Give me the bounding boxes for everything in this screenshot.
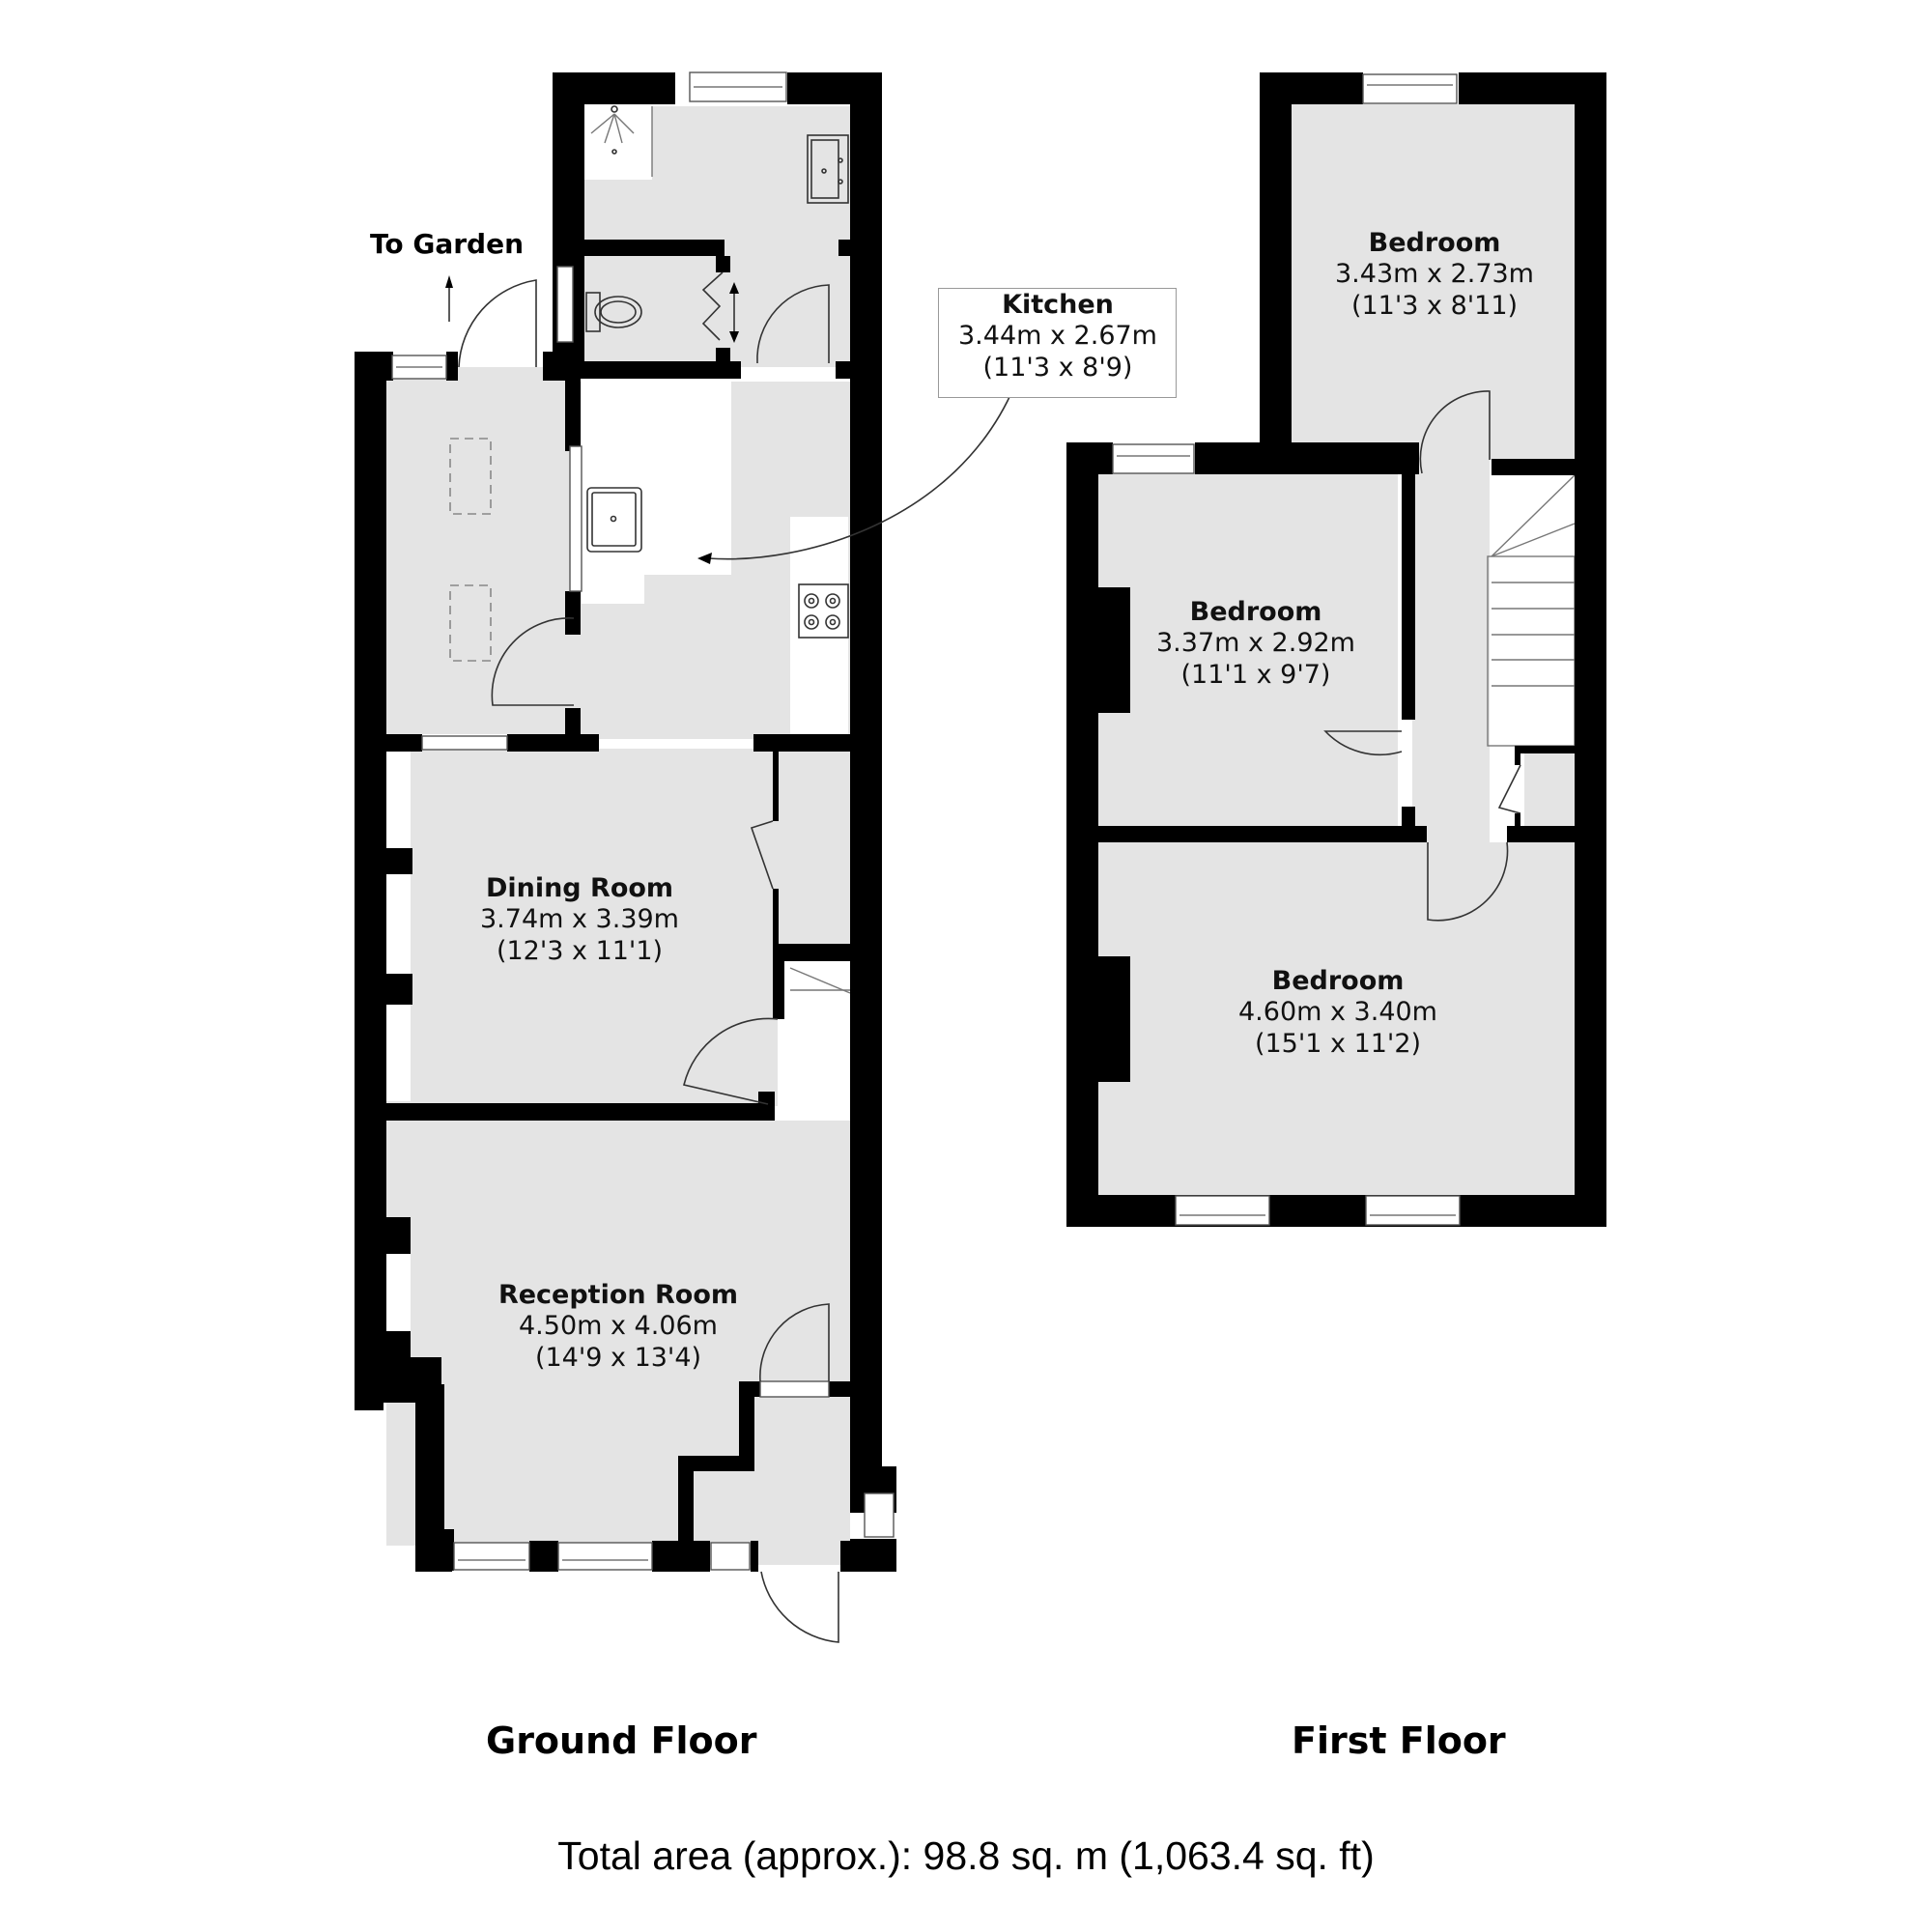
room-imperial: (11'3 x 8'11) — [1350, 290, 1519, 321]
room-metric: 3.43m x 2.73m — [1335, 259, 1534, 290]
room-metric: 3.37m x 2.92m — [1156, 628, 1355, 659]
arrow-up-icon — [445, 275, 453, 322]
total-area: Total area (approx.): 98.8 sq. m (1,063.… — [557, 1833, 1375, 1878]
room-imperial: (11'1 x 9'7) — [1180, 659, 1331, 690]
room-label-bedroom-middle: Bedroom 3.37m x 2.92m (11'1 x 9'7) — [1121, 597, 1391, 691]
room-imperial: (11'3 x 8'9) — [982, 352, 1133, 383]
room-metric: 4.60m x 3.40m — [1238, 997, 1437, 1028]
ground-floor-title: Ground Floor — [486, 1719, 757, 1762]
stairs-icon — [1487, 474, 1576, 747]
room-metric: 3.44m x 2.67m — [958, 321, 1157, 352]
first-floor-title: First Floor — [1292, 1719, 1506, 1762]
room-name: Bedroom — [1189, 597, 1322, 627]
basin-icon — [807, 134, 849, 204]
ground-floor-plan — [355, 71, 1015, 1643]
room-name: Dining Room — [485, 873, 674, 903]
room-label-bedroom-rear: Bedroom 3.43m x 2.73m (11'3 x 8'11) — [1294, 228, 1575, 322]
to-garden-label: To Garden — [370, 228, 525, 260]
room-imperial: (15'1 x 11'2) — [1254, 1028, 1422, 1059]
room-name: Kitchen — [1002, 290, 1114, 320]
hob-icon — [798, 583, 849, 639]
toilet-icon — [585, 292, 642, 332]
room-name: Bedroom — [1271, 966, 1405, 996]
room-imperial: (14'9 x 13'4) — [534, 1342, 702, 1373]
room-metric: 4.50m x 4.06m — [519, 1311, 718, 1342]
room-imperial: (12'3 x 11'1) — [496, 935, 664, 966]
first-floor-plan — [1066, 72, 1606, 1227]
room-metric: 3.74m x 3.39m — [480, 904, 679, 935]
room-label-dining-room: Dining Room 3.74m x 3.39m (12'3 x 11'1) — [454, 873, 705, 967]
room-label-kitchen: Kitchen 3.44m x 2.67m (11'3 x 8'9) — [938, 290, 1178, 384]
room-name: Bedroom — [1368, 228, 1501, 258]
room-label-bedroom-front: Bedroom 4.60m x 3.40m (15'1 x 11'2) — [1198, 966, 1478, 1060]
kitchen-callout — [938, 288, 1177, 398]
room-label-reception-room: Reception Room 4.50m x 4.06m (14'9 x 13'… — [473, 1280, 763, 1374]
sink-icon — [586, 487, 642, 553]
shower-icon — [590, 105, 635, 155]
room-name: Reception Room — [497, 1280, 739, 1310]
